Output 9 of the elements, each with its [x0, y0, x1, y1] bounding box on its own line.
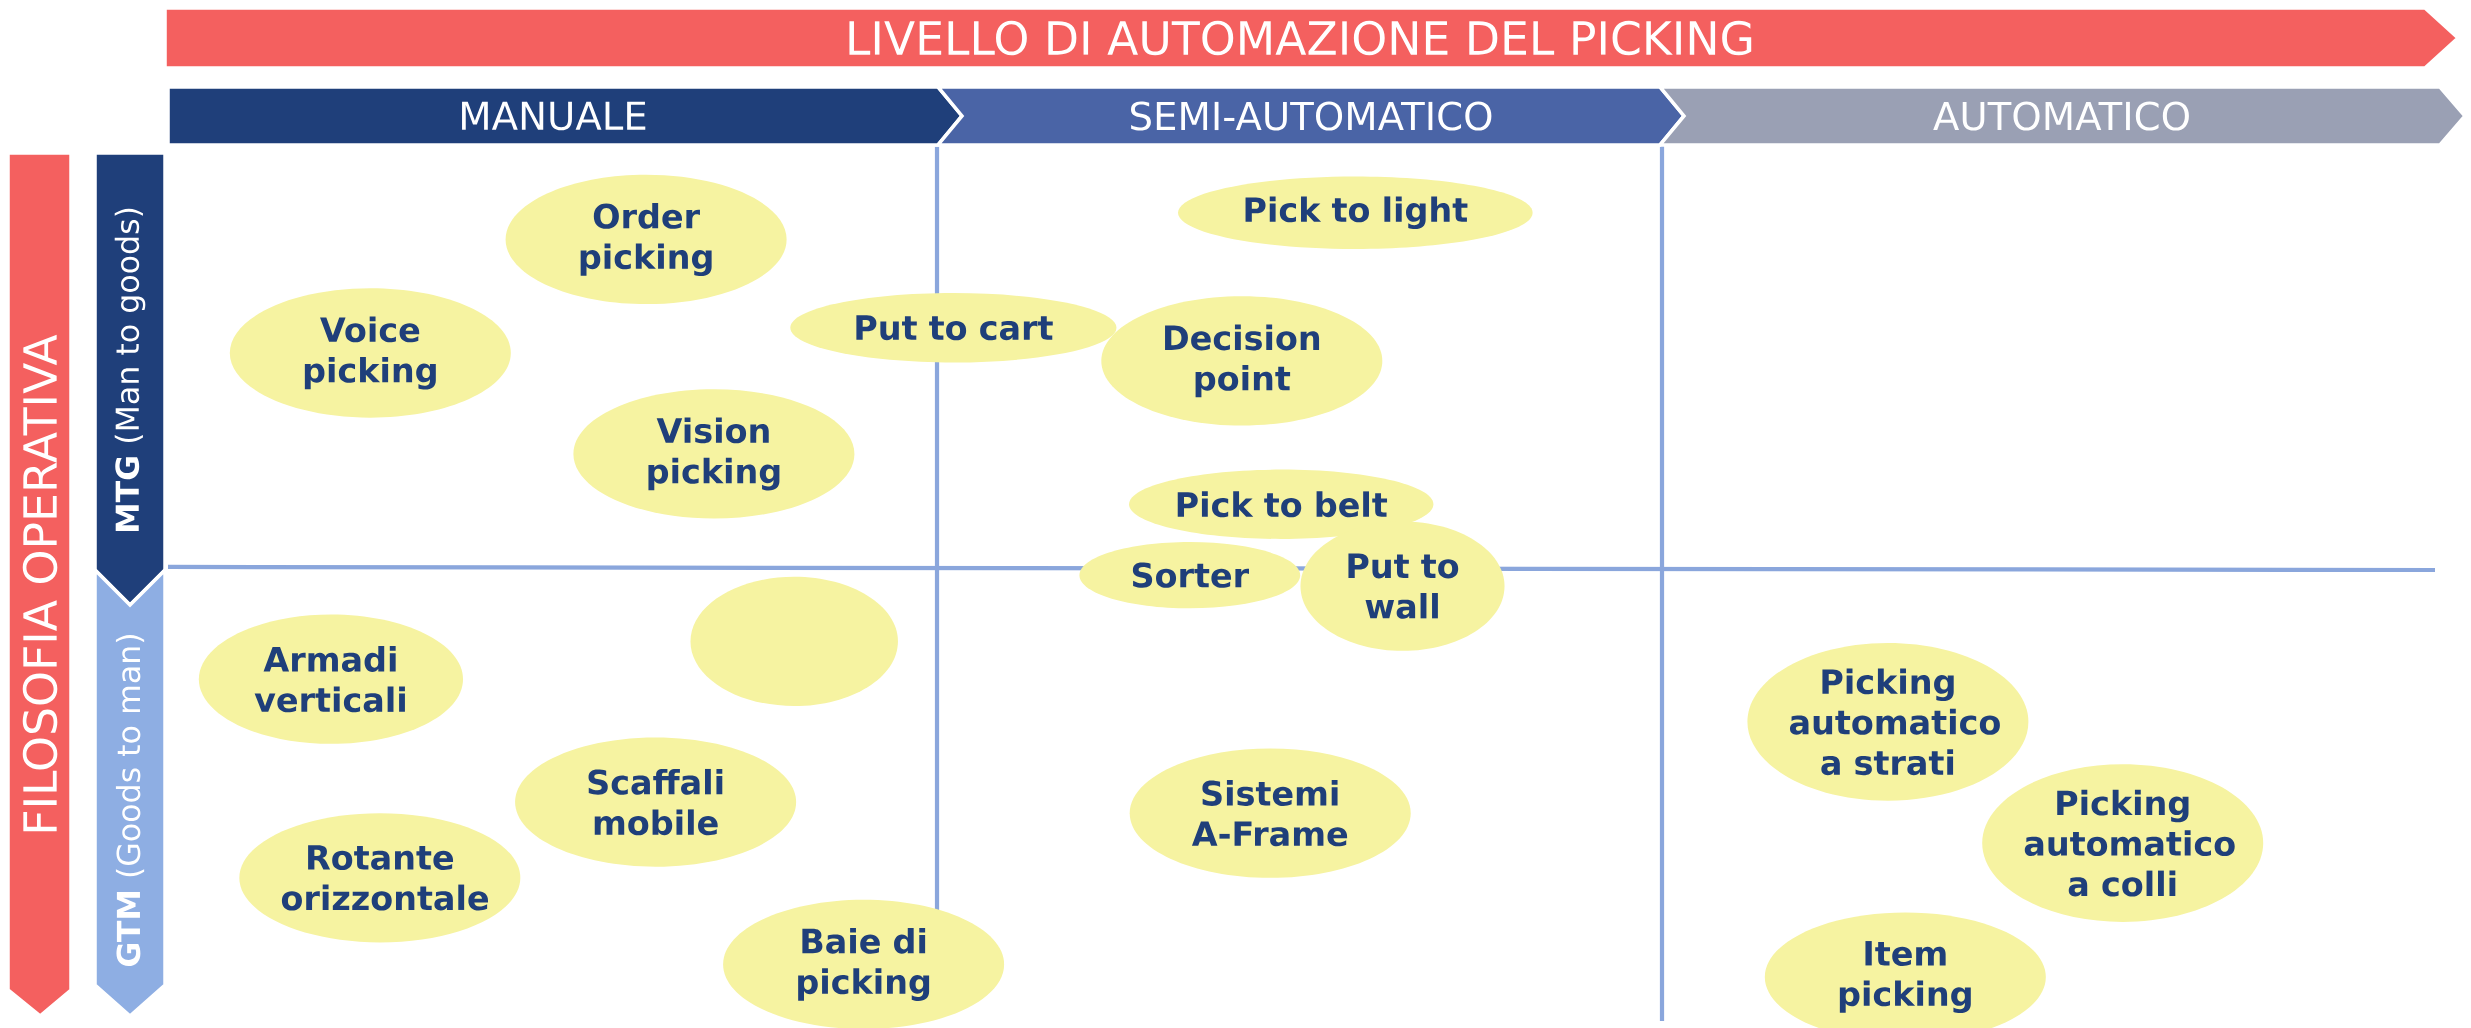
empty-ellipse	[690, 576, 898, 707]
row-header: GTM (Goods to man)	[93, 565, 167, 1019]
axis-header-band: LIVELLO DI AUTOMAZIONE DEL PICKING	[163, 6, 2461, 70]
column-header: MANUALE	[166, 85, 965, 147]
column-header: SEMI-AUTOMATICO	[934, 85, 1687, 147]
column-header: AUTOMATICO	[1656, 85, 2468, 147]
row-header: MTG (Man to goods)	[93, 151, 167, 608]
node-label: Put to wall	[1348, 553, 1459, 619]
axis-header-band: FILOSOFIA OPERATIVA	[6, 151, 73, 1019]
